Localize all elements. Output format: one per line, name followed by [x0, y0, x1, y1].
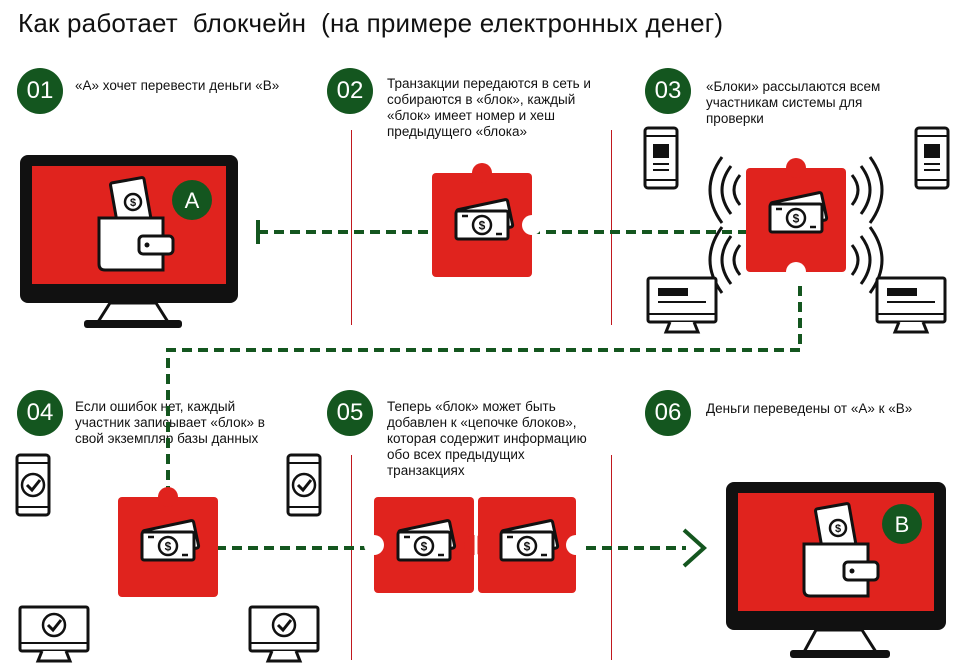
step-text-6: Деньги переведены от «А» к «В» — [706, 401, 913, 416]
divider — [611, 130, 612, 325]
step-number-1: 01 — [17, 68, 63, 114]
divider — [351, 455, 352, 660]
arrow-icon — [682, 528, 707, 568]
monitor-icon — [875, 276, 947, 334]
step-number-5: 05 — [327, 390, 373, 436]
smartphone-icon — [914, 126, 950, 190]
step-text-2: Транзакции передаются в сеть и собираютс… — [387, 76, 591, 139]
step-text-1: «А» хочет перевести деньги «В» — [75, 78, 280, 93]
smartphone-icon — [643, 126, 679, 190]
receiver-badge-label: B — [895, 512, 910, 537]
sender-badge — [172, 180, 212, 220]
monitor-icon — [18, 605, 90, 663]
monitor-icon — [248, 605, 320, 663]
step-number-4: 04 — [17, 390, 63, 436]
step-text-3: «Блоки» рассылаются всем участникам сист… — [706, 79, 881, 126]
monitor-icon — [646, 276, 718, 334]
step-number-6: 06 — [645, 390, 691, 436]
step-text-5: Теперь «блок» может быть добавлен к «цеп… — [387, 399, 587, 478]
broadcast-waves-icon — [708, 156, 884, 294]
step-number-3: 03 — [645, 68, 691, 114]
step-number-2: 02 — [327, 68, 373, 114]
smartphone-icon — [15, 453, 51, 517]
smartphone-icon — [286, 453, 322, 517]
page-title: Как работает блокчейн (на примере електр… — [18, 8, 724, 38]
receiver-badge — [882, 504, 922, 544]
divider — [351, 130, 352, 325]
divider — [611, 455, 612, 660]
sender-badge-label: A — [185, 188, 200, 213]
